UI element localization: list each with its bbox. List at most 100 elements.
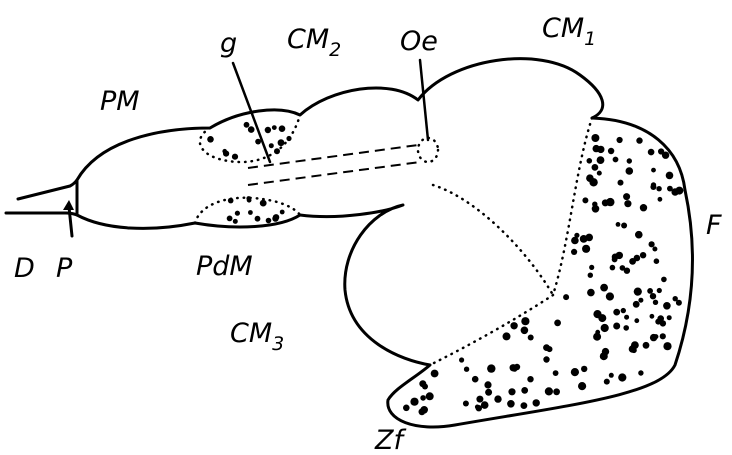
stipple-dot <box>521 317 529 325</box>
stipple-dot <box>431 370 439 378</box>
stipple-dot <box>514 364 520 370</box>
stipple-dot <box>621 308 626 313</box>
stipple-dot <box>616 222 621 227</box>
stipple-dot <box>662 152 669 159</box>
stipple-dot <box>463 401 469 407</box>
stipple-dot <box>624 200 631 207</box>
stipple-dot <box>657 288 662 293</box>
stipple-dot <box>265 127 271 133</box>
label-f: F <box>706 210 722 241</box>
stipple-dot <box>643 342 650 349</box>
stipple-dot <box>580 235 588 243</box>
stipple-dot <box>420 395 426 401</box>
stipple-dot <box>587 289 595 297</box>
stipple-dot <box>650 184 656 190</box>
stipple-dot <box>620 265 626 271</box>
stipple-dot <box>274 148 280 154</box>
stipple-dot <box>521 387 528 394</box>
stipple-dot <box>617 137 623 143</box>
stipple-dot <box>582 197 588 203</box>
stipple-dot <box>623 193 630 200</box>
stipple-dot <box>472 376 479 383</box>
stipple-dot <box>521 327 529 335</box>
stipple-dot <box>640 204 647 211</box>
stipple-dot <box>653 300 658 305</box>
stipple-dot <box>227 216 233 222</box>
stipple-dot <box>280 210 285 215</box>
stipple-dot <box>248 210 253 215</box>
stipple-dot <box>624 315 629 320</box>
label-cm3: CM3 <box>230 318 284 355</box>
stipple-dot <box>422 384 428 390</box>
label-g: g <box>220 28 237 59</box>
label-oe: Oe <box>400 26 438 57</box>
label-pdm: PdM <box>196 251 253 282</box>
leader-g <box>233 63 270 162</box>
stipple-dot <box>533 399 540 406</box>
stipple-dot <box>420 406 428 414</box>
stipple-dot <box>638 298 643 303</box>
stipple-dot <box>571 368 579 376</box>
stipple-dot <box>235 211 240 216</box>
label-p: P <box>56 253 73 284</box>
stipple-dot <box>484 381 491 388</box>
stipple-dot <box>574 233 579 238</box>
stipple-dot <box>597 156 605 164</box>
stipple-dot <box>587 158 593 164</box>
stipple-dot <box>494 395 501 402</box>
stipple-f <box>403 134 683 415</box>
stipple-dot <box>613 309 620 316</box>
stipple-dot <box>260 200 267 207</box>
stipple-dot <box>545 387 553 395</box>
stipple-dot <box>626 167 634 175</box>
stipple-dot <box>627 158 632 163</box>
stipple-dot <box>592 164 599 171</box>
stipple-dot <box>640 252 646 258</box>
stipple-dot <box>634 318 639 323</box>
stipple-dot <box>273 214 279 220</box>
stipple-dot <box>510 322 517 329</box>
stipple-dot <box>613 157 619 163</box>
stipple-dot <box>207 136 214 143</box>
stipple-dot <box>633 301 640 308</box>
stipple-dot <box>272 125 277 130</box>
stipple-dot <box>563 294 569 300</box>
label-d: D <box>14 253 35 284</box>
stipple-dot <box>527 376 533 382</box>
stipple-dot <box>476 405 482 411</box>
stipple-dot <box>648 149 655 156</box>
stipple-dot <box>507 400 515 408</box>
stipple-dot <box>244 122 250 128</box>
stipple-dot <box>588 273 593 278</box>
stipple-dot <box>600 284 608 292</box>
stipple-dot <box>410 398 418 406</box>
body-outline <box>77 59 692 427</box>
stipple-dot <box>660 333 666 339</box>
stipple-dot <box>650 293 656 299</box>
stipple-dot <box>547 346 553 352</box>
leader-oe <box>420 60 428 140</box>
stipple-dot <box>223 151 229 157</box>
stipple-dot <box>636 137 642 143</box>
stipple-dot <box>667 315 672 320</box>
stipple-dot <box>598 314 606 322</box>
stipple-dot <box>597 146 604 153</box>
stipple-dot <box>278 139 285 146</box>
stipple-dot <box>228 198 234 204</box>
stipple-dot <box>666 172 674 180</box>
stipple-dot <box>655 319 661 325</box>
stipple-dot <box>647 288 653 294</box>
stipple-dot <box>481 401 489 409</box>
stipple-dot <box>623 325 629 331</box>
stipple-dot <box>426 392 434 400</box>
stipple-dot <box>606 198 614 206</box>
arrow-p <box>63 200 74 236</box>
stipple-dot <box>635 231 643 239</box>
stipple-dot <box>464 367 469 372</box>
stipple-dot <box>654 258 660 264</box>
stipple-dot <box>571 237 579 245</box>
stipple-dot <box>629 258 636 265</box>
stipple-dot <box>578 382 586 390</box>
stipple-dot <box>233 219 238 224</box>
stipple-dot <box>403 405 410 412</box>
